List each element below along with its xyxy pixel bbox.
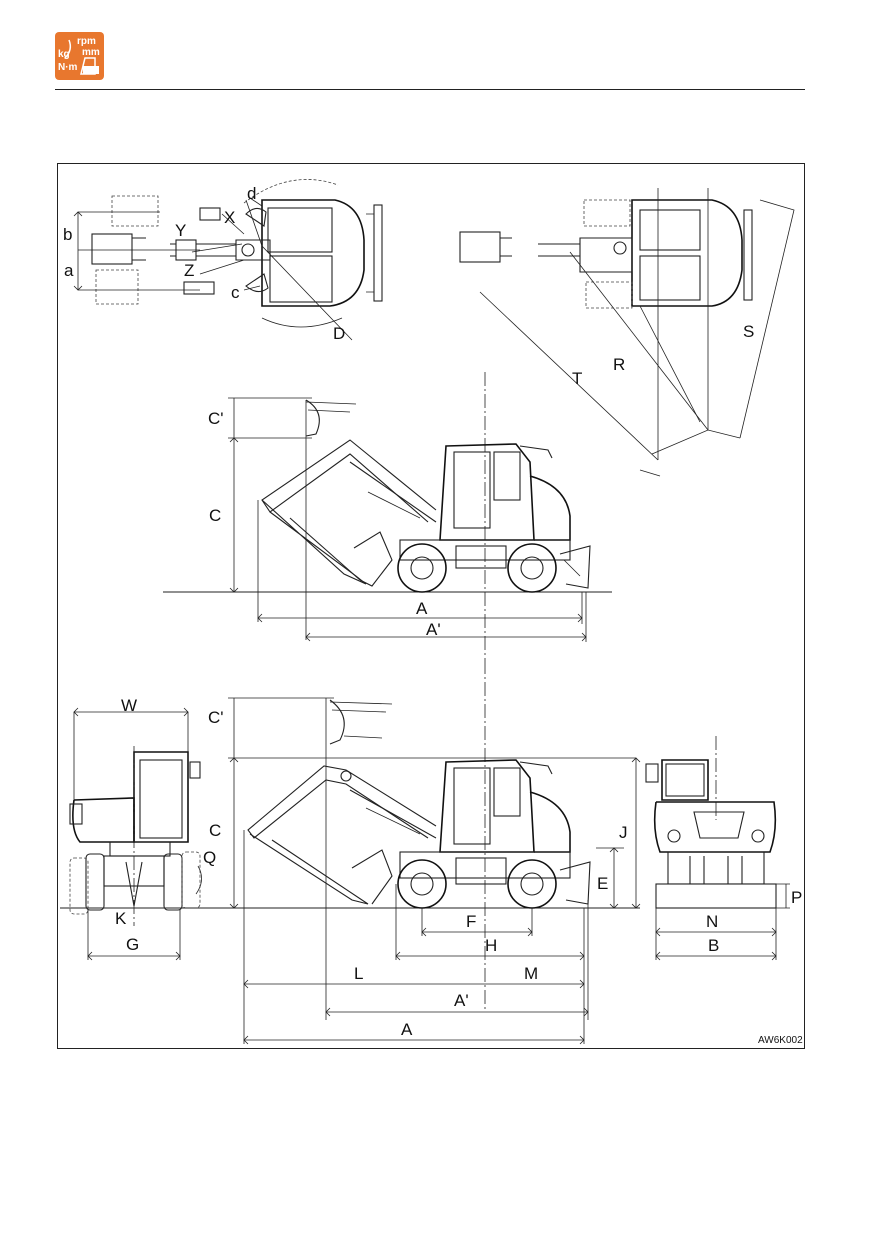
figure-code: AW6K002 bbox=[758, 1035, 803, 1046]
label-d: d bbox=[247, 184, 256, 203]
label-D: D bbox=[333, 324, 345, 343]
label-Z: Z bbox=[184, 261, 194, 280]
label-A-prime-bot: A' bbox=[454, 991, 469, 1010]
label-G: G bbox=[126, 935, 139, 954]
label-b: b bbox=[63, 225, 72, 244]
label-N: N bbox=[706, 912, 718, 931]
label-C-prime-mid: C' bbox=[208, 409, 224, 428]
label-P: P bbox=[791, 888, 802, 907]
label-C-mid: C bbox=[209, 506, 221, 525]
label-J: J bbox=[619, 823, 628, 842]
label-W: W bbox=[121, 696, 137, 715]
side-view-transport bbox=[163, 372, 612, 660]
label-E: E bbox=[597, 874, 608, 893]
side-view-dimensions bbox=[60, 660, 640, 1044]
label-C-prime-bot: C' bbox=[208, 708, 224, 727]
label-S: S bbox=[743, 322, 754, 341]
label-L: L bbox=[354, 964, 363, 983]
label-A-mid: A bbox=[416, 599, 428, 618]
label-Q: Q bbox=[203, 848, 216, 867]
label-K: K bbox=[115, 909, 127, 928]
label-c: c bbox=[231, 283, 240, 302]
rear-view-tilt bbox=[60, 708, 210, 960]
label-T: T bbox=[572, 369, 582, 388]
label-F: F bbox=[466, 912, 476, 931]
top-view-offset bbox=[74, 179, 382, 340]
label-a: a bbox=[64, 261, 74, 280]
label-A-prime-mid: A' bbox=[426, 620, 441, 639]
label-X: X bbox=[224, 208, 235, 227]
label-M: M bbox=[524, 964, 538, 983]
label-B: B bbox=[708, 936, 719, 955]
label-R: R bbox=[613, 355, 625, 374]
label-C-bot: C bbox=[209, 821, 221, 840]
label-Y: Y bbox=[175, 221, 186, 240]
label-H: H bbox=[485, 936, 497, 955]
label-A-bot: A bbox=[401, 1020, 413, 1039]
